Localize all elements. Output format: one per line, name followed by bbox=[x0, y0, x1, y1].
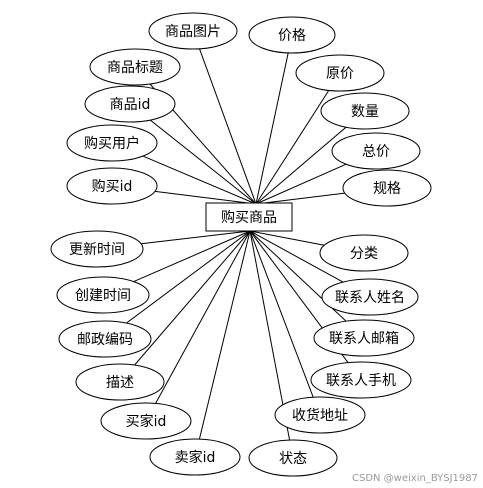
attribute-label: 收货地址 bbox=[292, 407, 348, 424]
attribute-ellipse bbox=[321, 278, 419, 316]
attribute-goumai-id: 购买id bbox=[66, 167, 158, 205]
attribute-ellipse bbox=[66, 167, 158, 205]
attribute-label: 描述 bbox=[106, 375, 134, 391]
attribute-shangpin-id: 商品id bbox=[84, 85, 176, 123]
attribute-miaoshu: 描述 bbox=[75, 363, 165, 401]
watermark: CSDN @weixin_BYSJ1987 bbox=[352, 473, 478, 484]
connector-maijia-id-seller bbox=[198, 230, 251, 440]
attribute-ellipse bbox=[248, 439, 338, 477]
attribute-label: 购买id bbox=[92, 179, 133, 195]
attribute-guige: 规格 bbox=[342, 169, 432, 207]
attribute-label: 联系人手机 bbox=[326, 373, 396, 389]
connector-shuliang bbox=[255, 126, 347, 205]
attribute-lianxiren-xingming: 联系人姓名 bbox=[321, 278, 419, 316]
attribute-ellipse bbox=[66, 124, 158, 162]
attribute-label: 联系人邮箱 bbox=[329, 331, 399, 347]
attribute-label: 商品标题 bbox=[107, 60, 163, 76]
connector-shouhuo-dizhi bbox=[249, 230, 314, 398]
attribute-label: 更新时间 bbox=[69, 242, 125, 258]
attribute-label: 创建时间 bbox=[75, 288, 131, 304]
attribute-ellipse bbox=[313, 319, 415, 357]
attribute-label: 价格 bbox=[278, 28, 306, 44]
attribute-ellipse bbox=[50, 230, 144, 268]
attribute-ellipse bbox=[248, 16, 336, 54]
attribute-shangpin-biaoti: 商品标题 bbox=[89, 48, 181, 86]
connector-shangpin-id bbox=[149, 119, 257, 205]
attribute-zongjia: 总价 bbox=[331, 132, 421, 170]
attribute-ellipse bbox=[331, 132, 421, 170]
attribute-label: 卖家id bbox=[175, 449, 216, 466]
attribute-label: 分类 bbox=[350, 246, 378, 262]
attribute-gengxin-shijian: 更新时间 bbox=[50, 230, 144, 268]
connector-guige bbox=[255, 192, 345, 205]
connector-goumai-id bbox=[154, 190, 257, 205]
attribute-label: 买家id bbox=[126, 413, 167, 430]
attribute-lianxiren-youxiang: 联系人邮箱 bbox=[313, 319, 415, 357]
entity-box bbox=[205, 202, 293, 232]
attribute-ellipse bbox=[100, 402, 192, 440]
connector-miaoshu bbox=[134, 230, 251, 366]
attribute-ellipse bbox=[84, 85, 176, 123]
attribute-ellipse bbox=[320, 92, 410, 130]
connector-shangpin-tupian bbox=[199, 48, 257, 205]
attribute-ellipse bbox=[56, 276, 150, 314]
attribute-ellipse bbox=[295, 54, 385, 92]
connector-goumai-yonghu bbox=[142, 155, 257, 205]
attribute-label: 原价 bbox=[326, 66, 354, 82]
entity-node: 购买商品 bbox=[205, 202, 293, 232]
attribute-fenlei: 分类 bbox=[319, 234, 409, 272]
attribute-shouhuo-dizhi: 收货地址 bbox=[274, 396, 366, 434]
connector-yuanjia bbox=[255, 90, 330, 205]
attribute-ellipse bbox=[319, 234, 409, 272]
attribute-label: 总价 bbox=[362, 144, 390, 160]
attribute-ellipse bbox=[149, 438, 241, 476]
connector-lianxiren-xingming bbox=[249, 230, 344, 283]
attribute-label: 状态 bbox=[279, 451, 307, 467]
attribute-ellipse bbox=[342, 169, 432, 207]
attribute-label: 联系人姓名 bbox=[335, 290, 405, 306]
connector-fenlei bbox=[249, 230, 325, 246]
attribute-label: 购买用户 bbox=[84, 135, 140, 152]
attribute-ellipse bbox=[75, 363, 165, 401]
attribute-jiage: 价格 bbox=[248, 16, 336, 54]
connector-maijia-id bbox=[155, 230, 251, 404]
attribute-label: 规格 bbox=[373, 181, 401, 197]
attribute-maijia-id: 买家id bbox=[100, 402, 192, 440]
attribute-ellipse bbox=[58, 320, 152, 358]
entity-label: 购买商品 bbox=[221, 210, 277, 226]
attribute-ellipse bbox=[148, 12, 238, 50]
connector-youzheng-bianma bbox=[126, 230, 251, 324]
attribute-zhuangtai: 状态 bbox=[248, 439, 338, 477]
attribute-label: 邮政编码 bbox=[77, 332, 133, 348]
attribute-ellipse bbox=[310, 361, 412, 399]
attribute-label: 数量 bbox=[351, 104, 379, 120]
connector-chuangjian-shijian bbox=[133, 230, 251, 283]
attribute-chuangjian-shijian: 创建时间 bbox=[56, 276, 150, 314]
attribute-nodes: 商品图片 价格商品标题 原价商品id 数量购买用户总价购买id 规格更新时间 分类创建时间… bbox=[50, 12, 432, 477]
attribute-youzheng-bianma: 邮政编码 bbox=[58, 320, 152, 358]
connector-jiage bbox=[255, 52, 289, 205]
attribute-label: 商品图片 bbox=[165, 24, 221, 40]
attribute-ellipse bbox=[274, 396, 366, 434]
attribute-yuanjia: 原价 bbox=[295, 54, 385, 92]
attribute-shuliang: 数量 bbox=[320, 92, 410, 130]
attribute-label: 商品id bbox=[110, 97, 151, 113]
connector-gengxin-shijian bbox=[141, 230, 251, 245]
attribute-shangpin-tupian: 商品图片 bbox=[148, 12, 238, 50]
attribute-maijia-id-seller: 卖家id bbox=[149, 438, 241, 476]
attribute-ellipse bbox=[89, 48, 181, 86]
connector-zongjia bbox=[255, 163, 347, 205]
attribute-goumai-yonghu: 购买用户 bbox=[66, 124, 158, 162]
attribute-lianxiren-shouji: 联系人手机 bbox=[310, 361, 412, 399]
